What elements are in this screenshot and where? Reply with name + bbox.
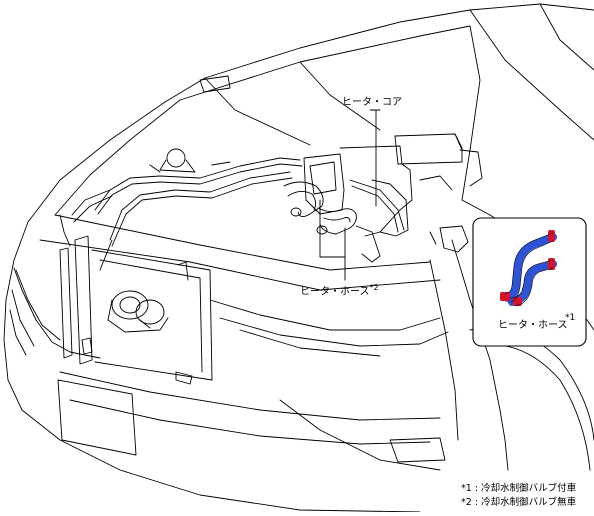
note-1-ref: *1 <box>461 483 472 494</box>
ac-compressor <box>107 290 169 333</box>
note-2-sep: : <box>474 497 479 508</box>
label-heater-core: ヒータ・コア <box>342 97 402 108</box>
note-2-text: 冷却水制御バルブ無車 <box>481 497 577 508</box>
inset-label-heater-hose: ヒータ・ホース <box>498 320 568 331</box>
radiator-assembly <box>59 235 213 385</box>
note-1: *1 : 冷却水制御バルブ付車 <box>461 482 576 495</box>
ac-piping <box>59 148 303 271</box>
label-heater-hose: ヒータ・ホース*2 <box>300 282 379 298</box>
label-heater-hose-text: ヒータ・ホース <box>300 286 370 298</box>
inset-heater-hoses <box>500 230 557 306</box>
car-body-outline <box>3 3 594 513</box>
inset-hose-outlines <box>504 232 554 307</box>
label-heater-hose-ref: *2 <box>369 283 379 292</box>
heater-core-and-hoses <box>283 133 483 263</box>
note-2-ref: *2 <box>461 497 472 508</box>
note-1-sep: : <box>474 483 479 494</box>
inset-label-ref: *1 <box>565 313 576 323</box>
note-1-text: 冷却水制御バルブ付車 <box>481 483 577 494</box>
note-2: *2 : 冷却水制御バルブ無車 <box>461 496 576 509</box>
